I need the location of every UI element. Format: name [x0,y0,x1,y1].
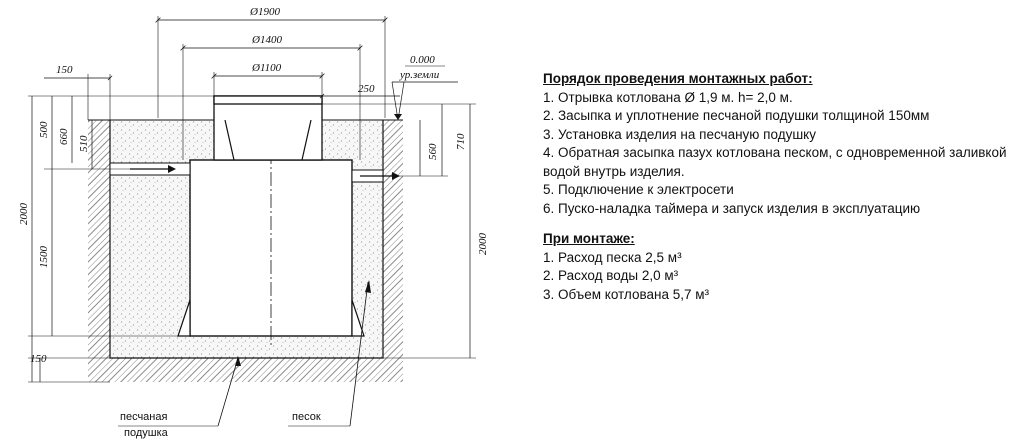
instruction-step: 1. Отрывка котлована Ø 1,9 м. h= 2,0 м. [543,89,793,105]
instruction-step: 2. Засыпка и уплотнение песчаной подушки… [543,108,930,123]
dim-outer: Ø1900 [249,6,280,18]
instruction-step: 5. Подключение к электросети [543,182,734,197]
dim-1500: 1500 [38,246,50,269]
install-item: 2. Расход воды 2,0 м³ [543,268,679,283]
dim-2000-right: 2000 [477,233,489,256]
dim-250: 250 [358,83,375,95]
installation-drawing: Ø1900 Ø1400 Ø1100 150 250 0.000 ур.земли… [18,6,489,439]
ground-level-label: ур.земли [399,69,440,81]
install-item: 3. Объем котлована 5,7 м³ [543,286,710,302]
dim-mid: Ø1400 [251,34,282,46]
tank-neck [213,95,323,161]
dim-150-top: 150 [56,64,73,76]
instruction-step: 3. Установка изделия на песчаную подушку [543,126,816,142]
inlet-arrow-head [168,165,176,173]
instruction-step: 4. Обратная засыпка пазух котлована песк… [543,145,1007,179]
dim-150-bottom: 150 [30,353,47,365]
sand-cushion [110,336,383,358]
dim-560: 560 [427,143,439,160]
label-sand-cushion-2: подушка [124,427,169,439]
flange-right [351,299,365,337]
tank-lid [213,95,323,105]
soil-bottom [88,358,403,382]
dim-500: 500 [38,121,50,138]
install-item: 1. Расход песка 2,5 м³ [543,249,682,265]
dim-510: 510 [78,135,90,152]
installation-notes: Порядок проведения монтажных работ: 1. О… [543,70,1023,304]
dim-660: 660 [58,128,70,145]
dim-inner: Ø1100 [251,62,282,74]
dim-2000-left: 2000 [18,203,30,226]
instructions-title: Порядок проведения монтажных работ: [543,71,813,86]
dim-710: 710 [455,133,467,150]
ground-level-value: 0.000 [410,54,435,66]
soil-zone-right [383,120,403,382]
instruction-step: 6. Пуско-наладка таймера и запуск издели… [543,200,921,216]
install-title: При монтаже: [543,231,635,246]
label-sand: песок [292,411,321,423]
soil-zone-left [88,120,110,382]
neck-rib-left [224,119,235,161]
sand-fill-left [110,120,190,336]
neck-rib-right [301,119,312,161]
label-sand-cushion-1: песчаная [120,411,167,423]
sand-fill-right [352,120,383,336]
pit-outline [109,120,384,359]
